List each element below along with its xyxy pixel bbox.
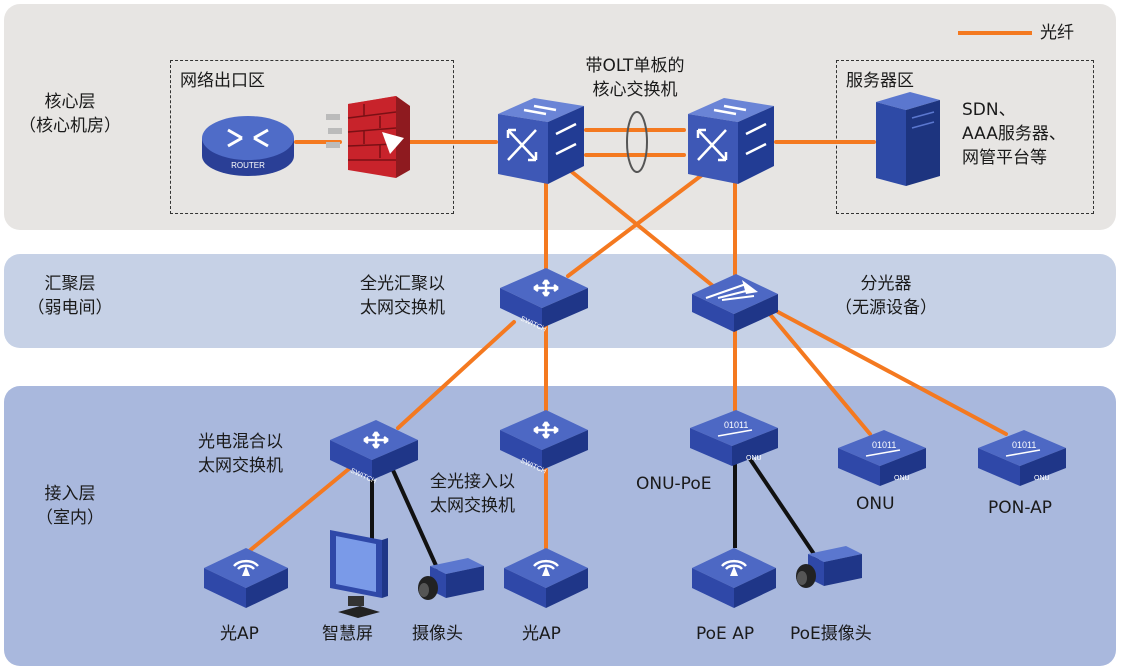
layer-aggregation-title: 汇聚层: [44, 274, 96, 294]
pon-ap-label: PON-AP: [988, 498, 1052, 518]
link-aggregation-ellipse: [626, 111, 648, 173]
camera-label: 摄像头: [412, 624, 463, 644]
poe-camera-label: PoE摄像头: [790, 624, 872, 644]
agg-switch-label: 全光汇聚以 太网交换机: [360, 272, 445, 320]
onu-icon: 01011 ONU: [838, 430, 926, 486]
core-switch-label-line1: 带OLT单板的: [585, 56, 685, 76]
ap-2-label: 光AP: [522, 624, 561, 644]
fiber-hybrid-ap: [246, 466, 352, 554]
layer-aggregation-label: 汇聚层 （弱电间）: [10, 272, 130, 320]
ap-1-icon: [204, 548, 288, 608]
onu-label: ONU: [856, 494, 895, 514]
core-switch-1-icon: [498, 98, 584, 184]
layer-core-title: 核心层: [44, 92, 96, 112]
onu-bits: 01011: [872, 440, 896, 450]
agg-switch-label-line1: 全光汇聚以: [360, 274, 445, 294]
ap-2-icon: [504, 548, 588, 608]
onu-text: ONU: [894, 475, 910, 482]
fiber-splitter-ponap: [776, 310, 1008, 436]
access-switch-label-line1: 全光接入以: [430, 472, 515, 492]
splitter-label-line2: （无源设备）: [835, 298, 937, 318]
poe-ap-icon: [692, 548, 776, 608]
onu-poe-icon: 01011 ONU: [690, 410, 778, 466]
egress-zone: [170, 60, 454, 214]
fiber-legend-line: [958, 31, 1032, 35]
layer-aggregation-room: （弱电间）: [27, 298, 113, 318]
firewall-icon: [326, 96, 410, 178]
poe-camera-icon: [796, 546, 862, 588]
fiber-splitter-onu: [766, 310, 872, 436]
pon-ap-text: ONU: [1034, 475, 1050, 482]
onu-poe-label: ONU-PoE: [636, 474, 712, 494]
server-icon: [876, 92, 940, 186]
servers-label-line2: AAA服务器、: [962, 124, 1066, 144]
core-switch-label-line2: 核心交换机: [592, 80, 678, 100]
cable-hybrid-camera: [390, 467, 440, 571]
layer-core-room: （核心机房）: [19, 116, 121, 136]
layer-core-label: 核心层 （核心机房）: [10, 90, 130, 138]
splitter-label-line1: 分光器: [860, 274, 912, 294]
screen-label: 智慧屏: [322, 624, 373, 644]
smart-screen-icon: [330, 530, 388, 618]
access-switch-label: 全光接入以 太网交换机: [430, 470, 515, 518]
poe-ap-label: PoE AP: [696, 624, 755, 644]
servers-label: SDN、 AAA服务器、 网管平台等: [962, 98, 1066, 170]
fiber-core2-agg: [566, 170, 708, 278]
splitter-icon: [692, 274, 778, 332]
agg-switch-icon: SWITCH: [500, 268, 588, 332]
agg-switch-label-line2: 太网交换机: [360, 298, 445, 318]
fiber-agg-hybrid: [396, 320, 516, 430]
pon-ap-icon: 01011 ONU: [978, 430, 1066, 486]
router-text: ROUTER: [231, 161, 265, 170]
core-switch-2-icon: [688, 98, 774, 184]
camera-1-icon: [418, 558, 484, 600]
layer-access-room: （室内）: [36, 508, 104, 528]
servers-label-line1: SDN、: [962, 100, 1016, 120]
access-switch-icon: SWITCH: [500, 410, 588, 474]
access-switch-label-line2: 太网交换机: [430, 496, 515, 516]
hybrid-switch-label: 光电混合以 太网交换机: [198, 430, 283, 478]
server-zone-title: 服务器区: [846, 71, 914, 91]
legend-fiber-label: 光纤: [1040, 23, 1074, 43]
layer-access-title: 接入层: [44, 484, 96, 504]
hybrid-switch-icon: SWITCH: [330, 420, 418, 484]
pon-ap-bits: 01011: [1012, 440, 1036, 450]
cable-onupoe-camera: [746, 454, 820, 562]
onu-poe-bits: 01011: [724, 420, 748, 430]
core-switch-label: 带OLT单板的 核心交换机: [560, 54, 710, 102]
hybrid-switch-label-line1: 光电混合以: [198, 432, 283, 452]
splitter-label: 分光器 （无源设备）: [826, 272, 946, 320]
router-icon: ROUTER: [202, 116, 294, 176]
server-zone: [836, 60, 1094, 214]
fiber-core1-splitter: [570, 170, 720, 292]
onu-poe-text: ONU: [746, 455, 762, 462]
hybrid-switch-label-line2: 太网交换机: [198, 456, 283, 476]
egress-zone-title: 网络出口区: [180, 71, 265, 91]
layer-access-label: 接入层 （室内）: [10, 482, 130, 530]
ap-1-label: 光AP: [220, 624, 259, 644]
servers-label-line3: 网管平台等: [962, 148, 1047, 168]
